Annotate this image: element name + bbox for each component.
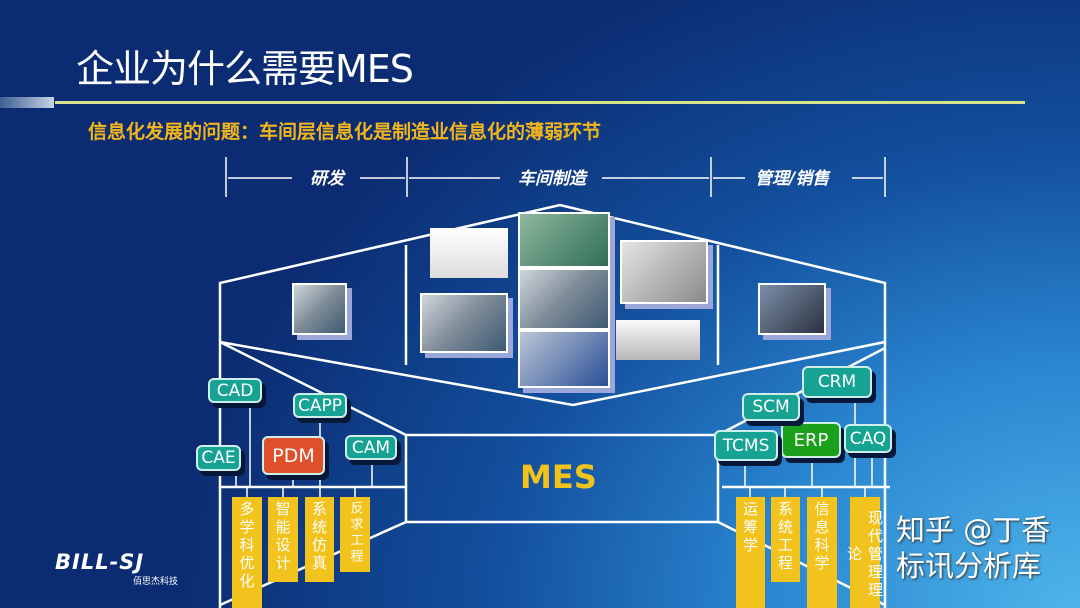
scm-box: SCM <box>742 393 800 421</box>
mes-label: MES <box>520 458 597 496</box>
control-room-photo <box>518 268 610 330</box>
pdm-box: PDM <box>262 436 325 475</box>
slide-subtitle: 信息化发展的问题：车间层信息化是制造业信息化的薄弱环节 <box>88 121 602 143</box>
equipment-photo <box>420 293 508 353</box>
segment-management-sales: 管理/销售 <box>755 169 830 189</box>
tcms-box: TCMS <box>714 430 778 461</box>
meeting-photo <box>758 283 826 335</box>
title-accent-block <box>0 97 54 108</box>
slide-title: 企业为什么需要MES <box>76 47 414 91</box>
cad-box: CAD <box>208 378 262 403</box>
discipline-system-simulation: 系统仿真 <box>305 497 334 582</box>
cam-box: CAM <box>345 435 397 460</box>
title-rule <box>55 101 1025 104</box>
crm-box: CRM <box>802 366 872 398</box>
capp-box: CAPP <box>293 393 347 418</box>
caq-box: CAQ <box>844 424 892 453</box>
discipline-modern-management: 现代管理理论 <box>845 497 884 608</box>
discipline-operations-research: 运筹学 <box>736 497 765 608</box>
segment-shop-floor: 车间制造 <box>518 169 586 189</box>
factory-icon <box>430 228 508 278</box>
discipline-intelligent-design: 智能设计 <box>268 497 298 582</box>
building-icon <box>616 320 700 360</box>
motor-photo <box>620 240 708 304</box>
erp-box: ERP <box>781 422 841 458</box>
discipline-systems-engineering: 系统工程 <box>771 497 800 582</box>
logo-subtitle: 佰思杰科技 <box>133 577 179 587</box>
cae-box: CAE <box>196 445 241 471</box>
watermark: 知乎 @丁香标讯分析库 <box>896 513 1051 583</box>
segment-arrows <box>225 157 886 197</box>
company-logo: BILL-SJ 佰思杰科技 <box>55 550 178 587</box>
machinery-photo <box>518 212 610 268</box>
segment-rnd: 研发 <box>310 169 344 189</box>
logo-name: BILL-SJ <box>55 550 145 574</box>
rnd-photo <box>292 283 347 335</box>
workshop-photo <box>518 330 610 388</box>
discipline-reverse-engineering: 反求工程 <box>340 497 370 572</box>
discipline-information-science: 信息科学 <box>807 497 837 608</box>
discipline-multidisciplinary-optimization: 多学科优化 <box>232 497 262 608</box>
